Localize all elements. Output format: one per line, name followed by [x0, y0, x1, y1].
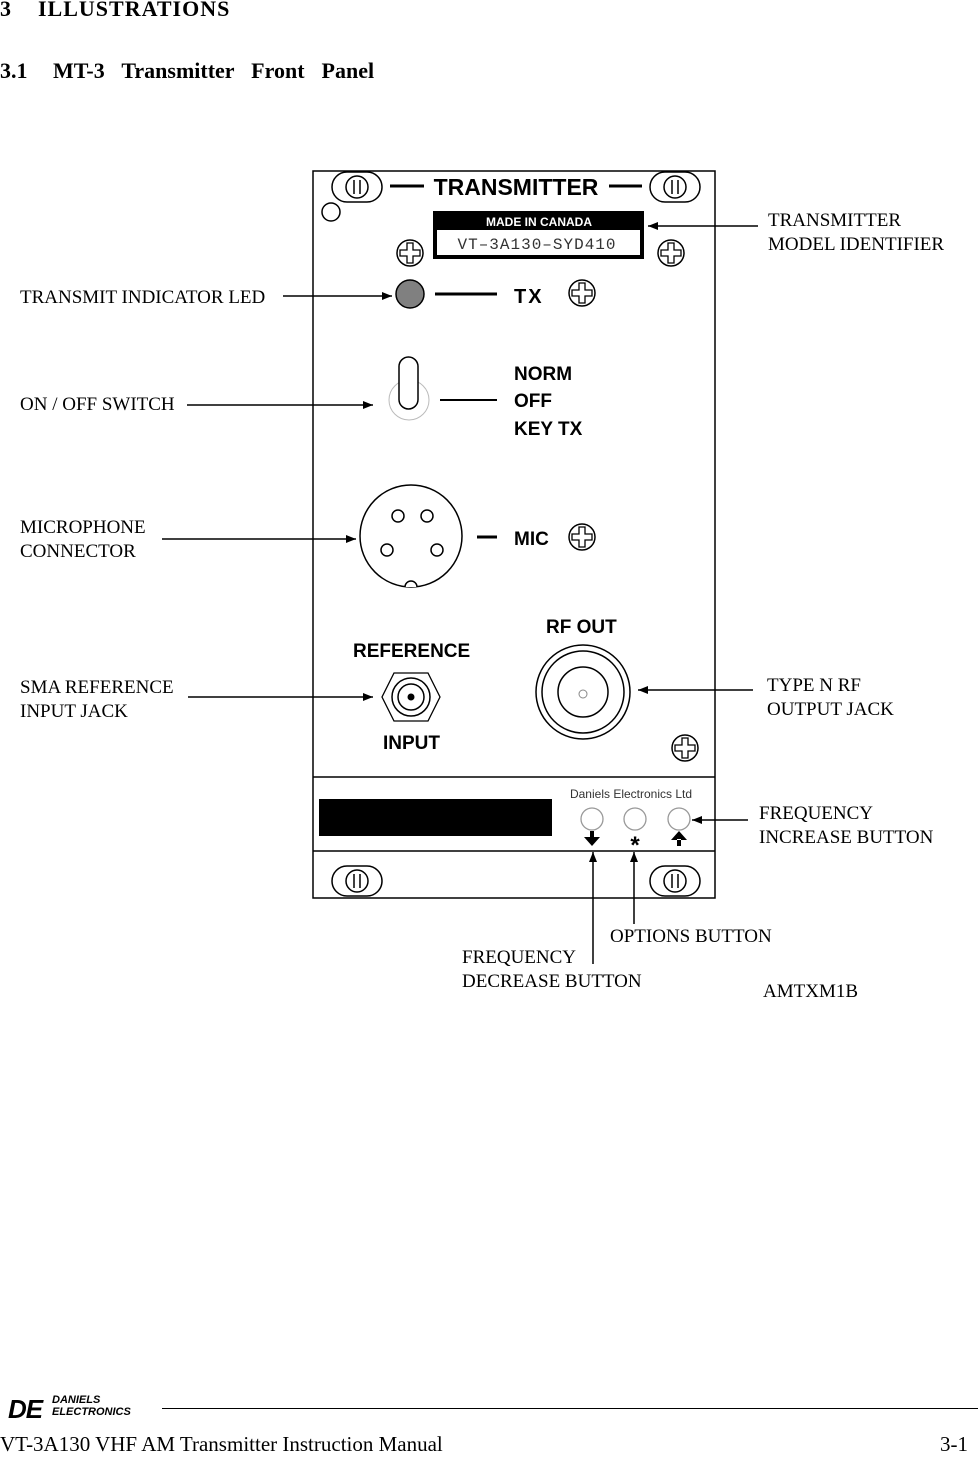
callout-type-n-rf: TYPE N RF OUTPUT JACK — [767, 675, 894, 720]
rf-out-label: RF OUT — [546, 617, 617, 638]
reference-label: REFERENCE — [353, 641, 470, 662]
on-off-switch[interactable] — [388, 356, 430, 421]
cross-screw-icon — [568, 279, 596, 307]
mic-label: MIC — [514, 529, 549, 550]
callout-model-identifier: TRANSMITTER MODEL IDENTIFIER — [768, 210, 945, 255]
switch-label-norm: NORM — [514, 364, 572, 385]
callout-on-off-switch: ON / OFF SWITCH — [20, 394, 175, 415]
page-number: 3-1 — [940, 1432, 968, 1456]
callout-frequency-increase: FREQUENCY INCREASE BUTTON — [759, 803, 934, 848]
mounting-screw-top-left — [331, 171, 383, 203]
mounting-screw-top-right — [649, 171, 701, 203]
daniels-logo-initials: DE — [8, 1394, 43, 1424]
footer-title: VT-3A130 VHF AM Transmitter Instruction … — [0, 1432, 443, 1456]
panel-hole — [321, 202, 341, 222]
daniels-logo-name: DANIELS ELECTRONICS — [52, 1394, 131, 1418]
callout-microphone: MICROPHONE CONNECTOR — [20, 517, 146, 562]
transmit-indicator-led — [395, 279, 425, 309]
microphone-connector[interactable] — [359, 484, 463, 588]
made-in-canada-text: MADE IN CANADA — [486, 215, 592, 229]
switch-label-off: OFF — [514, 391, 552, 412]
model-number-text: VT–3A130–SYD410 — [457, 236, 616, 254]
options-symbol: * — [630, 832, 640, 859]
arrow-up-icon — [671, 831, 687, 846]
maker-label: Daniels Electronics Ltd — [570, 787, 692, 801]
type-n-rf-output-jack[interactable] — [535, 644, 631, 740]
cross-screw-icon — [568, 523, 596, 551]
frequency-decrease-button[interactable] — [580, 807, 604, 831]
tx-label: TX — [514, 286, 544, 308]
panel-title: TRANSMITTER — [434, 174, 599, 200]
input-label: INPUT — [383, 733, 440, 754]
cross-screw-icon — [671, 734, 699, 762]
callout-sma-reference: SMA REFERENCE INPUT JACK — [20, 677, 174, 722]
section-heading: 3 ILLUSTRATIONS — [0, 0, 231, 21]
subsection-heading: 3.1 MT-3 Transmitter Front Panel — [0, 58, 375, 83]
callout-frequency-decrease: FREQUENCY DECREASE BUTTON — [462, 947, 642, 992]
mounting-screw-bottom-right — [649, 865, 701, 897]
frequency-display — [319, 799, 552, 836]
sma-reference-input-jack[interactable] — [381, 672, 441, 722]
cross-screw-icon — [657, 239, 685, 267]
arrow-down-icon — [584, 831, 600, 846]
callout-transmit-led: TRANSMIT INDICATOR LED — [20, 287, 266, 308]
mounting-screw-bottom-left — [331, 865, 383, 897]
callout-options: OPTIONS BUTTON — [610, 926, 772, 947]
frequency-increase-button[interactable] — [667, 807, 691, 831]
cross-screw-icon — [396, 239, 424, 267]
figure-id: AMTXM1B — [763, 981, 859, 1002]
model-identifier-label: MADE IN CANADA VT–3A130–SYD410 — [433, 211, 644, 259]
footer-rule — [162, 1408, 978, 1409]
switch-label-key-tx: KEY TX — [514, 419, 583, 440]
front-panel-diagram: TRANSMITTER MADE IN CANADA VT–3A130–SYD4… — [162, 170, 758, 964]
options-button[interactable] — [623, 807, 647, 831]
